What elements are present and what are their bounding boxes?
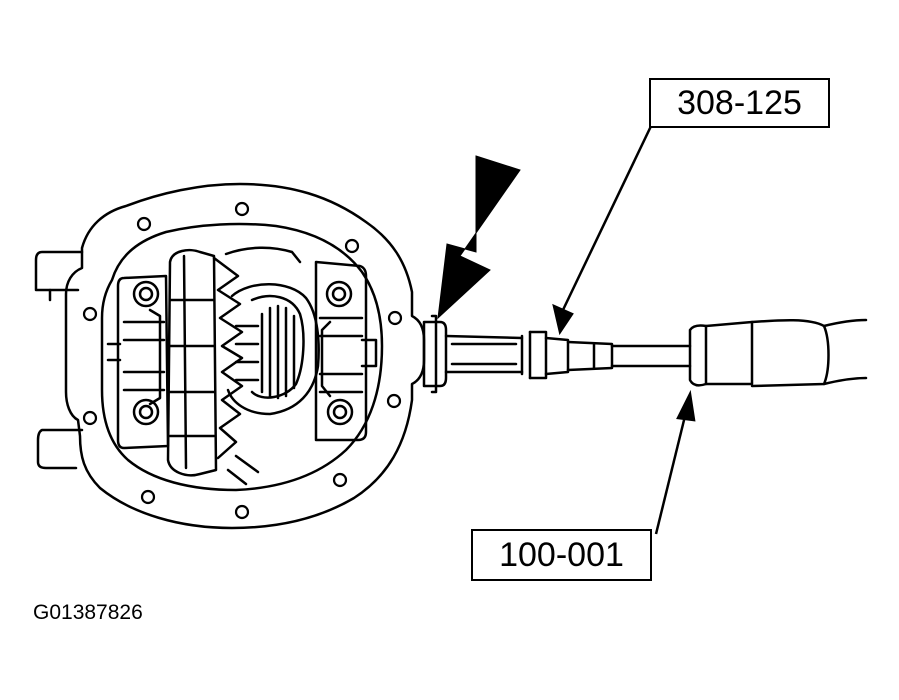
left-axle-tube-stubs bbox=[34, 250, 84, 470]
cover-bolts bbox=[82, 201, 403, 520]
tool-number-label-308-125: 308-125 bbox=[649, 78, 830, 128]
figure-id: G01387826 bbox=[33, 601, 143, 624]
tool-number-label-100-001: 100-001 bbox=[471, 529, 652, 581]
ring-gear bbox=[166, 248, 244, 477]
seal-installer-tool-shaft bbox=[444, 330, 614, 380]
differential-carrier bbox=[224, 246, 320, 486]
left-bearing-cap bbox=[106, 274, 170, 450]
inner-cover-flange bbox=[100, 222, 384, 492]
pinion-seal bbox=[422, 314, 448, 394]
right-bearing-cap bbox=[314, 260, 378, 442]
leader-lines bbox=[552, 123, 696, 535]
differential-housing-outline bbox=[64, 182, 426, 530]
seal-location-arrow bbox=[437, 155, 521, 320]
tool-number-text: 308-125 bbox=[677, 83, 802, 122]
handle-tool bbox=[610, 318, 868, 388]
tool-number-text: 100-001 bbox=[499, 535, 624, 574]
